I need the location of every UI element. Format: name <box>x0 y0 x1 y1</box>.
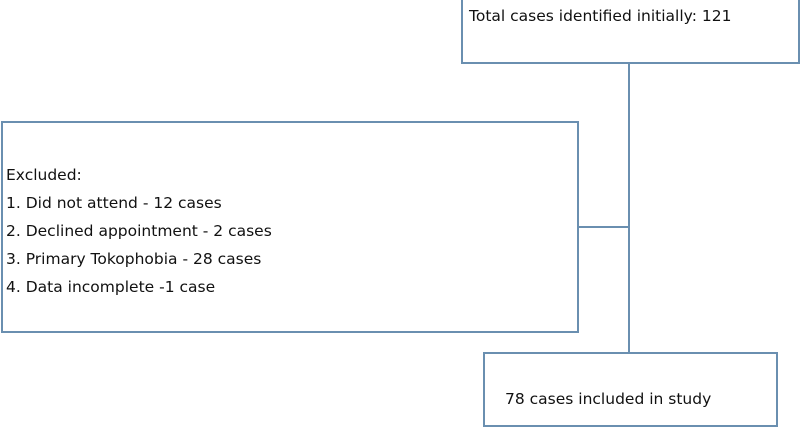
included-cases-label: 78 cases included in study <box>505 390 712 408</box>
flow-connector-exclusion-branch <box>579 226 629 228</box>
excluded-item: 1. Did not attend - 12 cases <box>6 194 222 212</box>
excluded-cases-text: Excluded: 1. Did not attend - 12 cases 2… <box>6 161 272 301</box>
flow-connector-vertical <box>628 64 630 352</box>
total-cases-box: Total cases identified initially: 121 <box>461 0 800 64</box>
total-cases-label: Total cases identified initially: 121 <box>469 7 732 25</box>
included-cases-box: 78 cases included in study <box>483 352 778 427</box>
excluded-item: 3. Primary Tokophobia - 28 cases <box>6 250 262 268</box>
excluded-item: 2. Declined appointment - 2 cases <box>6 222 272 240</box>
excluded-cases-box: Excluded: 1. Did not attend - 12 cases 2… <box>1 121 579 333</box>
excluded-item: 4. Data incomplete -1 case <box>6 278 216 296</box>
excluded-heading: Excluded: <box>6 166 82 184</box>
